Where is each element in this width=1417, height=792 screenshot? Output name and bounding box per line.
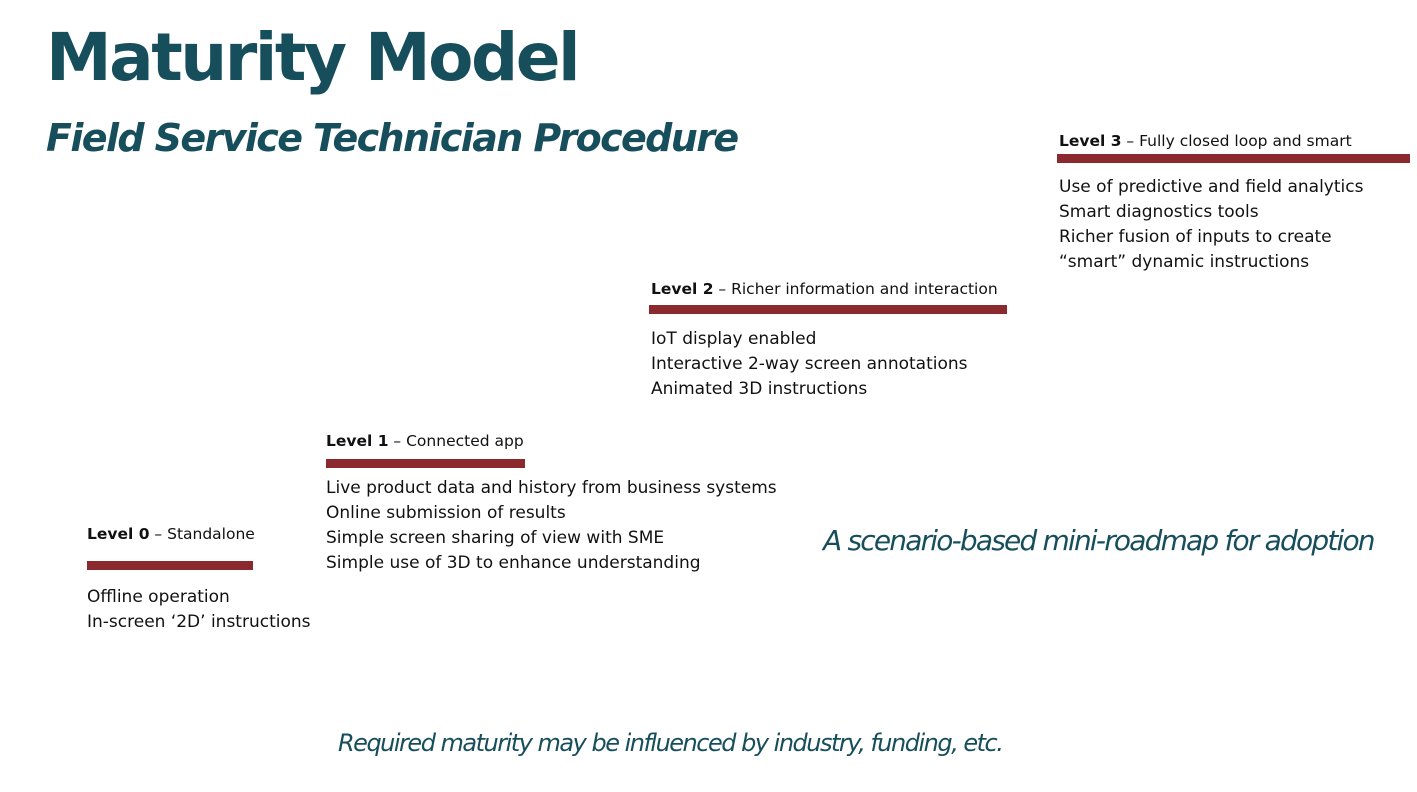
level-label: Level 1 [326,432,389,450]
list-item: IoT display enabled [651,329,817,349]
level-name: Standalone [167,525,255,543]
list-item: Live product data and history from busin… [326,478,777,498]
roadmap-tagline: A scenario-based mini-roadmap for adopti… [823,524,1376,557]
level-0-items: Offline operation In-screen ‘2D’ instruc… [87,585,311,635]
list-item: Online submission of results [326,503,566,523]
list-item: Interactive 2-way screen annotations [651,354,968,374]
level-1-heading: Level 1 – Connected app [326,431,524,451]
list-item: In-screen ‘2D’ instructions [87,612,311,632]
slide-subtitle: Field Service Technician Procedure [46,116,739,160]
level-label: Level 2 [651,280,714,298]
level-label: Level 0 [87,525,150,543]
maturity-footnote: Required maturity may be influenced by i… [338,729,1004,757]
level-separator: – [713,280,732,298]
level-3-bar [1057,154,1410,163]
list-item: “smart” dynamic instructions [1059,252,1310,272]
level-0-bar [87,561,253,570]
level-3-items: Use of predictive and field analytics Sm… [1059,175,1363,275]
level-separator: – [149,525,168,543]
list-item: Smart diagnostics tools [1059,202,1259,222]
list-item: Richer fusion of inputs to create [1059,227,1332,247]
level-separator: – [1121,132,1140,150]
slide-title: Maturity Model [46,19,581,96]
list-item: Offline operation [87,587,230,607]
level-0-heading: Level 0 – Standalone [87,524,255,544]
level-2-heading: Level 2 – Richer information and interac… [651,279,998,299]
level-2-bar [649,305,1007,314]
level-1-items: Live product data and history from busin… [326,476,777,576]
level-name: Richer information and interaction [731,280,998,298]
level-separator: – [388,432,407,450]
list-item: Simple screen sharing of view with SME [326,528,665,548]
level-name: Connected app [406,432,524,450]
list-item: Simple use of 3D to enhance understandin… [326,553,701,573]
level-2-items: IoT display enabled Interactive 2-way sc… [651,327,968,402]
list-item: Animated 3D instructions [651,379,868,399]
level-name: Fully closed loop and smart [1139,132,1352,150]
level-1-bar [326,459,525,468]
list-item: Use of predictive and field analytics [1059,177,1364,197]
level-label: Level 3 [1059,132,1122,150]
level-3-heading: Level 3 – Fully closed loop and smart [1059,131,1352,151]
